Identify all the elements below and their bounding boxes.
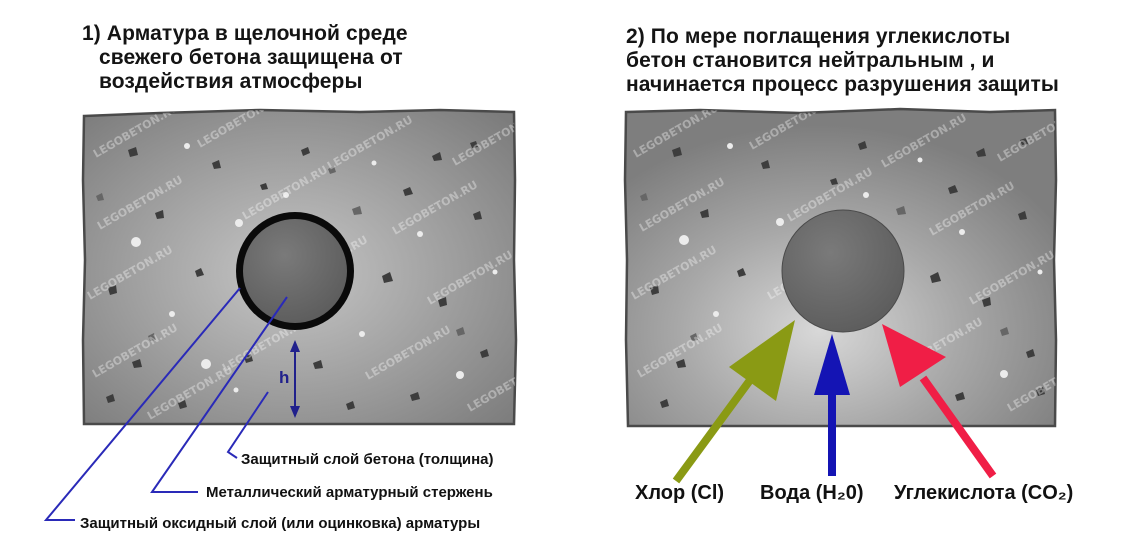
rebar-cross-section-unprotected [781, 209, 905, 333]
chlorine-label: Хлор (Cl) [635, 482, 725, 504]
leader-lines-left [43, 287, 288, 521]
panel1-title-line: свежего бетона защищена от [99, 46, 403, 69]
water-arrow [814, 334, 850, 476]
panel2-title-line: бетон становится нейтральным , и [626, 49, 995, 72]
panel2-title-line: 2) По мере поглащения углекислоты [626, 25, 1011, 48]
rebar-label: Металлический арматурный стержень [206, 484, 493, 501]
rebar-cross-section [243, 219, 347, 323]
concrete-cover-label: Защитный слой бетона (толщина) [241, 451, 494, 468]
water-label: Вода (H₂0) [760, 482, 864, 504]
oxide-layer-label: Защитный оксидный слой (или оцинковка) а… [80, 515, 481, 532]
panel1-title: 1) Арматура в щелочной среде свежего бет… [82, 22, 408, 94]
co2-arrow [882, 324, 997, 479]
chlorine-arrow [672, 320, 795, 484]
co2-label: Углекислота (CO₂) [894, 482, 1074, 504]
panel1-title-line: воздействия атмосферы [99, 70, 363, 93]
panel2-title-line: начинается процесс разрушения защиты [626, 73, 1059, 96]
rebar-with-oxide-layer [236, 212, 354, 330]
panel1-title-line: 1) Арматура в щелочной среде [82, 22, 408, 45]
panel2-title: 2) По мере поглащения углекислоты бетон … [626, 25, 1059, 97]
cover-thickness-symbol: h [279, 368, 290, 387]
cover-thickness-dimension [290, 340, 300, 418]
